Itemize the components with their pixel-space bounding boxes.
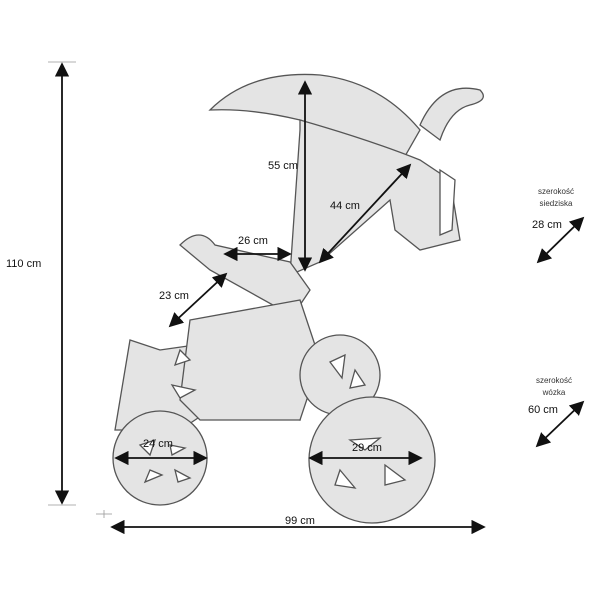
rear-wheel [308, 396, 436, 524]
caption-line: szerokość [535, 376, 572, 385]
guide-ticks [48, 61, 112, 518]
arrow-stroller-width [535, 400, 585, 448]
caption-line: wózka [542, 388, 566, 397]
label-front-wheel: 24 cm [143, 438, 173, 450]
handlebar [419, 87, 484, 142]
label-seat-diagonal: 44 cm [330, 200, 360, 212]
label-seat-width-top: 26 cm [238, 235, 268, 247]
chassis [179, 299, 321, 421]
label-footrest: 23 cm [159, 290, 189, 302]
label-total-height: 110 cm [6, 258, 42, 270]
caption-stroller-width: szerokość wózka [524, 375, 584, 399]
seat-back [289, 119, 461, 277]
dimension-arrows [54, 62, 585, 535]
arrow-seat-width [536, 216, 585, 264]
arrow-seat-diagonal [318, 163, 412, 264]
arrow-footrest [168, 272, 228, 328]
caption-seat-width: szerokość siedziska [526, 186, 586, 210]
label-seat-width: 28 cm [532, 219, 562, 231]
label-rear-wheel: 29 cm [352, 442, 382, 454]
caption-line: siedziska [539, 199, 573, 208]
label-total-length: 99 cm [285, 515, 315, 527]
caption-line: szerokość [537, 187, 574, 196]
label-backrest: 55 cm [268, 160, 298, 172]
label-stroller-width: 60 cm [528, 404, 558, 416]
